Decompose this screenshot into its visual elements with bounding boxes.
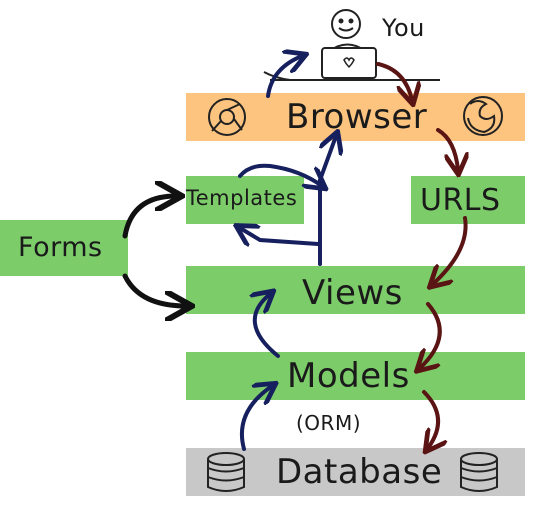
chrome-icon (208, 98, 246, 136)
models-label: Models (287, 356, 410, 396)
templates-label: Templates (186, 186, 298, 210)
forms-box (0, 220, 128, 276)
response-arrows (240, 56, 336, 451)
person-at-laptop-icon (263, 9, 440, 81)
forms-label: Forms (18, 232, 103, 263)
database-label: Database (276, 452, 443, 492)
you-label: You (382, 14, 425, 42)
templates-box (186, 176, 304, 224)
database-icon (207, 452, 245, 492)
request-arrows (376, 62, 466, 448)
database-icon (460, 452, 498, 492)
views-label: Views (302, 273, 403, 313)
forms-arrows (122, 196, 186, 306)
urls-label: URLS (420, 183, 501, 218)
models-box (186, 352, 525, 400)
firefox-icon (463, 96, 503, 136)
urls-box (411, 176, 525, 224)
orm-label: (ORM) (296, 411, 361, 435)
views-box (186, 266, 525, 314)
browser-box (186, 93, 525, 141)
